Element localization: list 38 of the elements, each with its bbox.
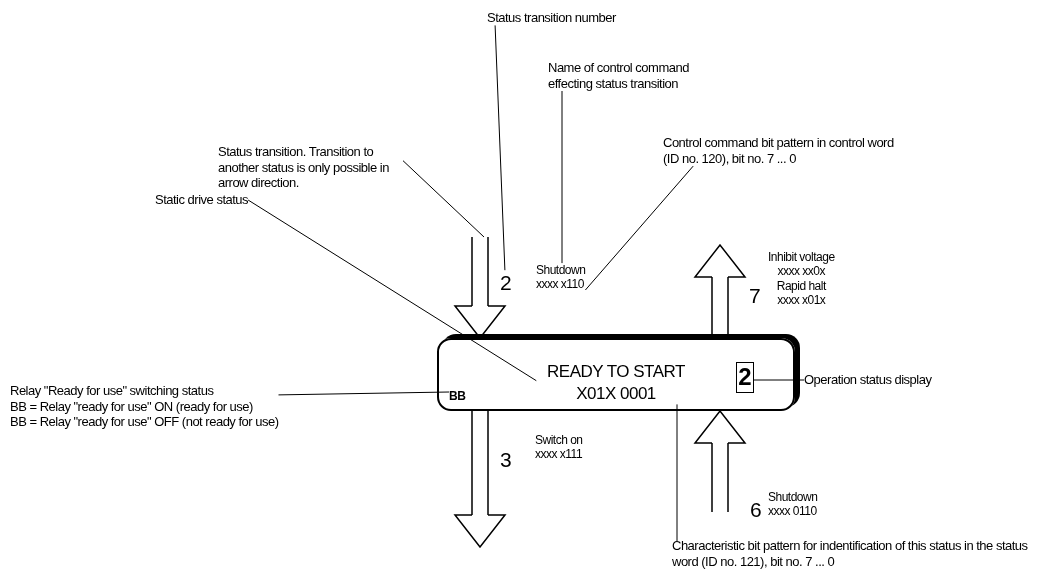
callout-text: Relay "Ready for use" switching status <box>10 383 215 399</box>
leader-line <box>584 165 694 291</box>
status-name: READY TO START <box>536 362 696 383</box>
transition-arrow <box>454 410 506 548</box>
leader-line <box>561 90 563 264</box>
leader-line <box>402 160 485 238</box>
callout-text: BB = Relay "ready for use" ON (ready for use) <box>10 398 254 415</box>
callout-text: Control command bit pattern in control word (ID no. 120), bit no. 7 ... 0 <box>663 135 903 167</box>
transition-number: 3 <box>500 447 512 473</box>
leader-line <box>278 391 450 396</box>
leader-line <box>247 199 537 382</box>
command-text: xxxx xx0x <box>776 264 827 279</box>
command-text: Switch on <box>535 433 583 448</box>
transition-number: 6 <box>750 497 762 523</box>
callout-text: Operation status display <box>804 372 932 388</box>
command-text: Shutdown <box>768 490 818 505</box>
command-text: Shutdown <box>536 263 586 278</box>
command-text: xxxx x111 <box>535 447 583 462</box>
command-text: Inhibit voltage <box>768 250 835 265</box>
callout-text: Status transition. Transition to another status is only possible in arrow direction. <box>218 144 403 191</box>
leader-line <box>676 403 678 542</box>
digit-display: 2 <box>736 362 754 393</box>
command-text: xxxx x01x <box>776 293 827 308</box>
callout-text: Name of control command effecting status transition <box>548 60 718 92</box>
callout-text: BB = Relay "ready for use" OFF (not ready for use) <box>10 414 279 430</box>
relay-status-text: BB <box>449 389 466 404</box>
callout-text: Status transition number <box>487 10 616 26</box>
command-text: xxxx 0110 <box>768 504 818 519</box>
command-text: xxxx x110 <box>536 277 585 292</box>
callout-text: Static drive status <box>155 192 249 208</box>
transition-number: 2 <box>500 270 512 296</box>
transition-arrow <box>694 410 746 513</box>
status-bit-pattern: X01X 0001 <box>536 384 696 405</box>
leader-line <box>494 24 506 271</box>
callout-text: Characteristic bit pattern for indentification of this status in the status word (ID no. 121), bit no. 7 ... 0 <box>672 538 1045 570</box>
command-text: Rapid halt <box>775 278 828 294</box>
leader-line <box>753 379 805 381</box>
transition-number: 7 <box>749 283 761 309</box>
